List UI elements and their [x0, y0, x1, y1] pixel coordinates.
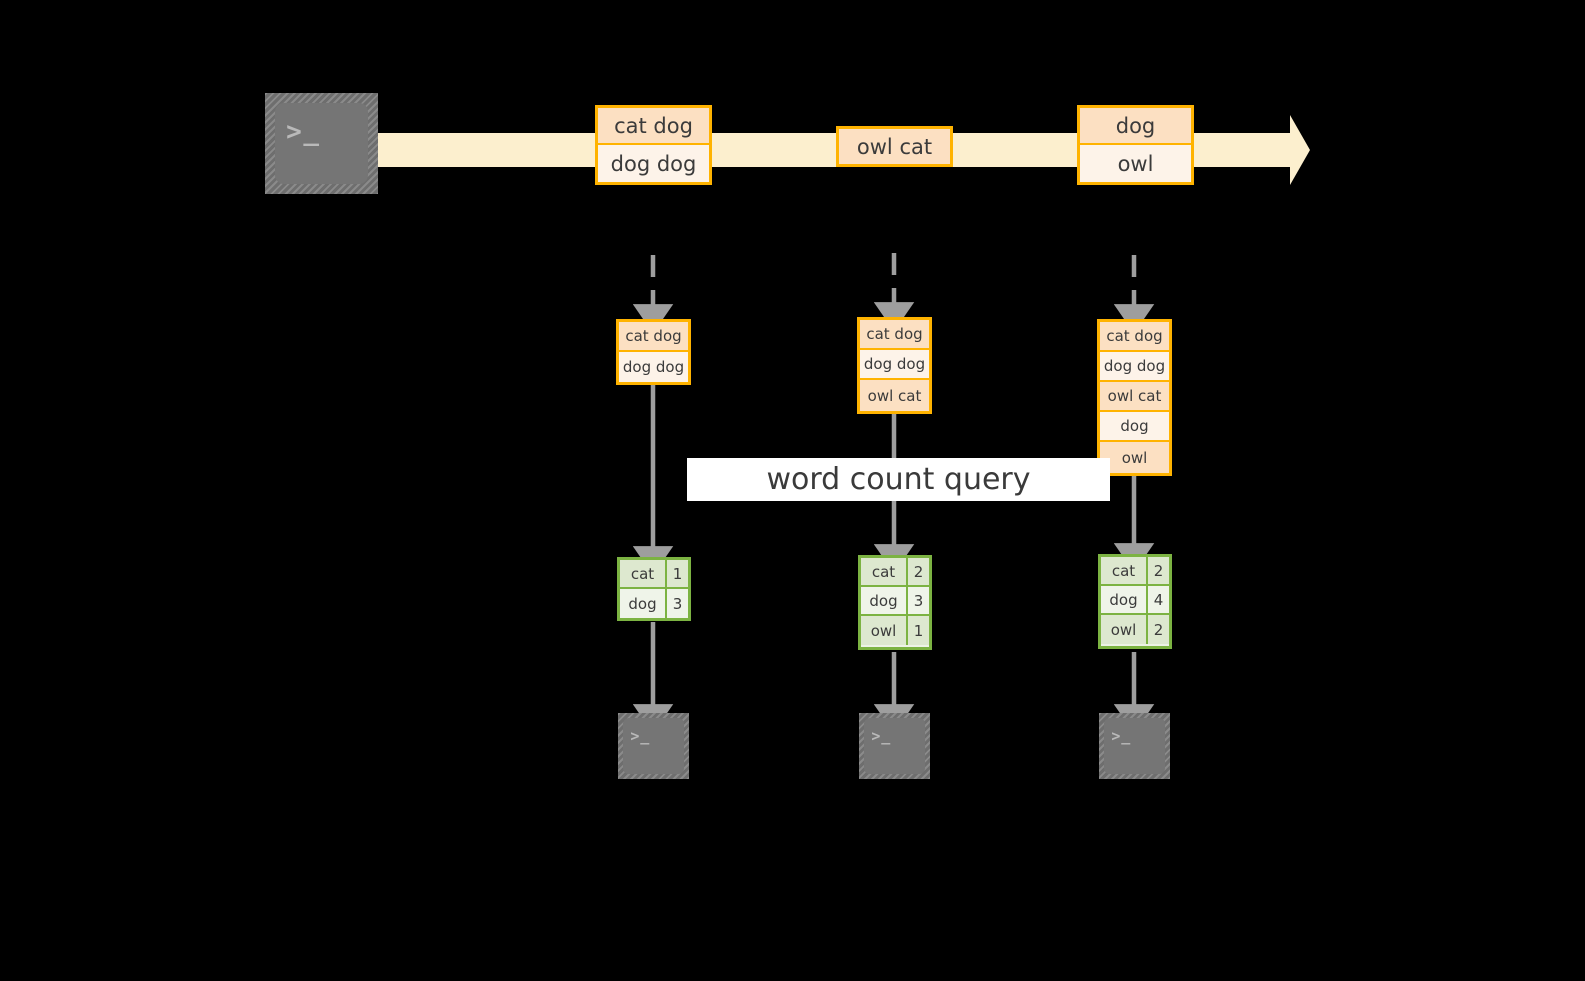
record-row: cat dog — [860, 320, 929, 350]
terminal-body: >_ — [1104, 718, 1165, 774]
result-count: 2 — [1148, 615, 1169, 644]
result-count: 3 — [667, 589, 688, 618]
record-row: cat dog — [598, 108, 709, 145]
table-row: cat 1 — [620, 560, 688, 589]
terminal-prompt-glyph: >_ — [871, 727, 892, 746]
sink-terminal-icon-1[interactable]: >_ — [618, 713, 689, 779]
record-row: owl cat — [860, 380, 929, 411]
table-row: dog 4 — [1101, 586, 1169, 615]
result-count: 2 — [1148, 557, 1169, 584]
stream-batch-2: owl cat — [836, 126, 953, 167]
result-count: 4 — [1148, 586, 1169, 613]
result-count: 1 — [667, 560, 688, 587]
result-count: 1 — [908, 616, 929, 645]
record-row: cat dog — [619, 322, 688, 352]
table-row: dog 3 — [861, 587, 929, 616]
record-row: dog dog — [619, 352, 688, 382]
record-row: owl — [1080, 145, 1191, 182]
table-row: dog 3 — [620, 589, 688, 618]
result-count: 2 — [908, 558, 929, 585]
table-row: cat 2 — [1101, 557, 1169, 586]
sink-terminal-icon-3[interactable]: >_ — [1099, 713, 1170, 779]
terminal-prompt-glyph: >_ — [1111, 727, 1132, 746]
stream-batch-3: dog owl — [1077, 105, 1194, 185]
result-table-3: cat 2 dog 4 owl 2 — [1098, 554, 1172, 649]
result-word: cat — [1101, 557, 1148, 584]
result-word: dog — [620, 589, 667, 618]
record-row: dog dog — [598, 145, 709, 182]
record-row: owl cat — [1100, 382, 1169, 412]
query-label-band: word count query — [687, 458, 1110, 501]
record-stack: owl cat — [836, 126, 953, 167]
result-word: dog — [1101, 586, 1148, 613]
table-row: cat 2 — [861, 558, 929, 587]
terminal-body: >_ — [864, 718, 925, 774]
terminal-prompt-glyph: >_ — [630, 727, 651, 746]
record-row: dog dog — [860, 350, 929, 380]
record-stack: cat dog dog dog — [595, 105, 712, 185]
source-terminal-icon[interactable]: >_ — [265, 93, 378, 194]
table-row: owl 1 — [861, 616, 929, 645]
record-row: owl — [1100, 442, 1169, 473]
result-word: cat — [861, 558, 908, 585]
record-row: dog dog — [1100, 352, 1169, 382]
record-row: dog — [1080, 108, 1191, 145]
record-stack: dog owl — [1077, 105, 1194, 185]
stream-batch-1: cat dog dog dog — [595, 105, 712, 185]
record-row: dog — [1100, 412, 1169, 442]
terminal-prompt-glyph: >_ — [286, 117, 321, 148]
table-row: owl 2 — [1101, 615, 1169, 644]
accumulated-stack-1: cat dog dog dog — [616, 319, 691, 385]
result-table-2: cat 2 dog 3 owl 1 — [858, 555, 932, 650]
terminal-body: >_ — [275, 103, 368, 184]
sink-terminal-icon-2[interactable]: >_ — [859, 713, 930, 779]
result-word: cat — [620, 560, 667, 587]
query-label: word count query — [766, 462, 1031, 497]
accumulated-stack-3: cat dog dog dog owl cat dog owl — [1097, 319, 1172, 476]
result-table-1: cat 1 dog 3 — [617, 557, 691, 621]
result-count: 3 — [908, 587, 929, 614]
result-word: dog — [861, 587, 908, 614]
accumulated-stack-2: cat dog dog dog owl cat — [857, 317, 932, 414]
result-word: owl — [1101, 615, 1148, 644]
terminal-body: >_ — [623, 718, 684, 774]
result-word: owl — [861, 616, 908, 645]
record-row: cat dog — [1100, 322, 1169, 352]
record-row: owl cat — [839, 129, 950, 164]
